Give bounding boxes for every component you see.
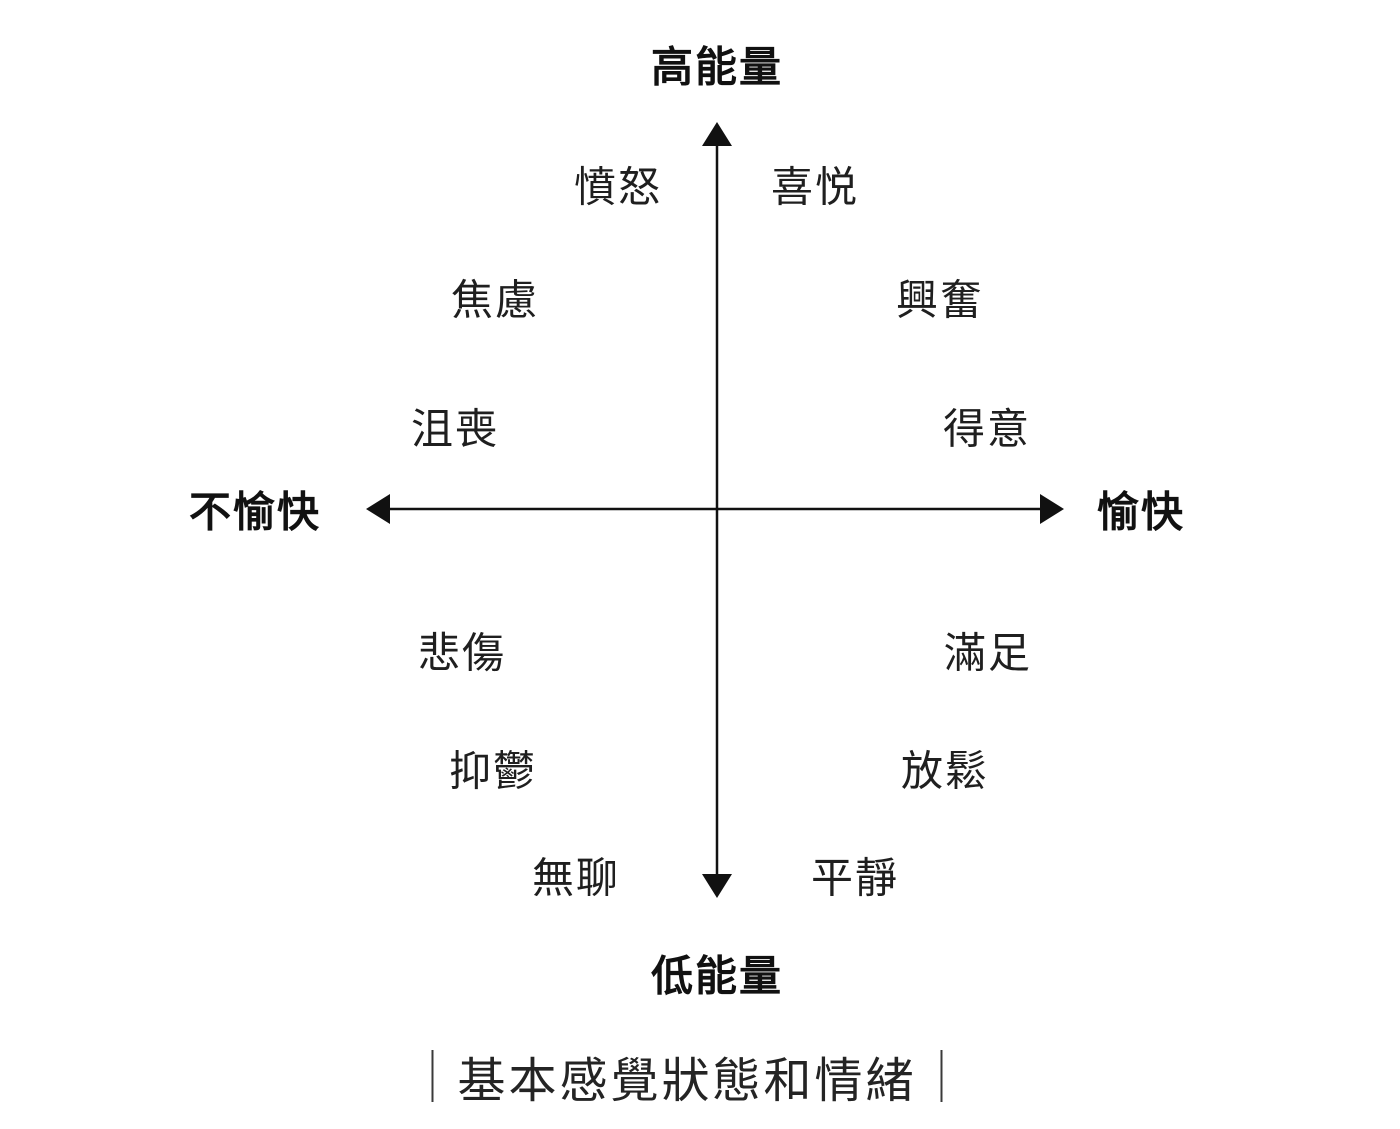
emotion-label-depression: 抑鬱 bbox=[448, 747, 538, 795]
emotion-label-pride: 得意 bbox=[942, 405, 1032, 453]
emotion-label-anxiety: 焦慮 bbox=[450, 276, 540, 324]
caption-divider-left bbox=[431, 1050, 434, 1102]
emotion-label-anger: 憤怒 bbox=[573, 163, 663, 211]
emotion-label-contentment: 滿足 bbox=[943, 629, 1033, 677]
emotion-label-relaxation: 放鬆 bbox=[900, 747, 990, 795]
right-arrowhead-icon bbox=[1040, 494, 1064, 524]
caption-divider-right bbox=[940, 1050, 943, 1102]
diagram-caption: 基本感覺狀態和情緒 bbox=[431, 1041, 943, 1111]
left-arrowhead-icon bbox=[366, 494, 390, 524]
axis-label-unpleasant: 不愉快 bbox=[188, 488, 322, 536]
emotion-label-calm: 平靜 bbox=[810, 854, 900, 902]
axis-label-low-energy: 低能量 bbox=[650, 952, 784, 1000]
emotion-label-frustration: 沮喪 bbox=[410, 405, 500, 453]
emotion-label-boredom: 無聊 bbox=[531, 854, 621, 902]
caption-text: 基本感覺狀態和情緒 bbox=[457, 1055, 917, 1108]
emotion-label-joy: 喜悦 bbox=[770, 163, 860, 211]
emotion-label-excitement: 興奮 bbox=[895, 276, 985, 324]
up-arrowhead-icon bbox=[702, 122, 732, 146]
emotion-label-sadness: 悲傷 bbox=[417, 629, 507, 677]
axis-label-high-energy: 高能量 bbox=[650, 43, 784, 91]
axis-label-pleasant: 愉快 bbox=[1096, 488, 1186, 536]
down-arrowhead-icon bbox=[702, 874, 732, 898]
